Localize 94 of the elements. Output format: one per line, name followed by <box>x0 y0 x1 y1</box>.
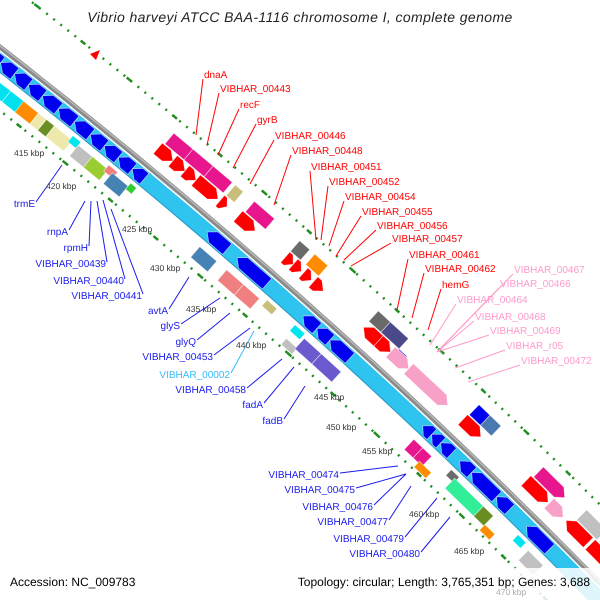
leader-line <box>436 334 490 352</box>
leader-line <box>328 200 344 246</box>
gene-label: VIBHAR_00467 <box>514 266 585 276</box>
gene-label: VIBHAR_00446 <box>275 132 346 142</box>
scale-label: 415 kbp <box>14 148 44 158</box>
leader-line <box>320 186 328 240</box>
gene-label: VIBHAR_00457 <box>392 235 463 245</box>
gene-label: trmE <box>14 200 35 210</box>
leader-line <box>96 200 108 262</box>
gene-label: dnaA <box>204 71 228 81</box>
gene-label: VIBHAR_00439 <box>35 260 106 270</box>
leader-line <box>340 466 398 474</box>
leader-line <box>344 230 376 260</box>
scale-label: 460 kbp <box>409 510 440 518</box>
gene-label: VIBHAR_00472 <box>521 357 592 367</box>
leader-line <box>454 350 506 368</box>
leader-line <box>68 200 86 230</box>
scale-label: 450 kbp <box>326 422 356 432</box>
scale-label: 455 kbp <box>362 446 392 456</box>
leader-line <box>264 366 294 404</box>
gene-label: VIBHAR_00452 <box>329 178 400 188</box>
scale-label: 465 kbp <box>454 546 484 556</box>
gene-label: glyS <box>160 322 180 332</box>
leader-line <box>336 216 362 256</box>
footer-text: Accession: NC_009783 <box>10 576 136 588</box>
leader-line <box>396 258 408 310</box>
leader-line <box>218 108 240 156</box>
gene-label: VIBHAR_00477 <box>317 518 388 528</box>
gene-label: VIBHAR_00456 <box>377 222 448 232</box>
gene-label: rpmH <box>64 244 88 254</box>
gene-label: VIBHAR_00002 <box>159 371 230 381</box>
leader-line <box>428 288 442 330</box>
leader-line <box>196 78 204 136</box>
gene-label: VIBHAR_00448 <box>292 147 363 157</box>
gene-label: VIBHAR_00475 <box>284 486 355 496</box>
leader-line <box>206 92 220 146</box>
gene-label: VIBHAR_00440 <box>53 277 124 287</box>
gene-label: VIBHAR_00451 <box>311 163 382 173</box>
leader-line <box>404 498 438 538</box>
leader-line <box>350 242 392 266</box>
leader-line <box>356 474 406 488</box>
leader-line <box>374 474 406 506</box>
footer-text: Topology: circular; Length: 3,765,351 bp; Genes: 3,688 <box>298 576 590 588</box>
gene-label: avtA <box>148 307 168 317</box>
leader-line <box>196 312 230 340</box>
scale-label: 430 kbp <box>150 264 180 272</box>
scale-label: 470 kbp <box>496 588 526 596</box>
title: Vibrio harveyi ATCC BAA-1116 chromosome I, complete genome <box>86 10 514 24</box>
gene-label: VIBHAR_r05 <box>506 342 564 352</box>
scale-label: 420 kbp <box>46 182 76 190</box>
leader-line <box>168 276 190 310</box>
gene-label: VIBHAR_00479 <box>333 535 404 545</box>
gene-label: recF <box>240 101 260 111</box>
gene-label: glyQ <box>175 338 196 348</box>
leader-line <box>310 170 316 240</box>
gene-label: VIBHAR_00455 <box>362 208 433 218</box>
leader-line <box>36 164 62 202</box>
scale-label: 445 kbp <box>314 392 344 402</box>
leader-line <box>232 124 256 168</box>
gene-label: hemG <box>442 281 470 291</box>
gene-label: VIBHAR_00453 <box>142 353 213 363</box>
gene-label: VIBHAR_00476 <box>302 503 373 513</box>
gene-label: fadA <box>242 401 263 411</box>
gene-label: VIBHAR_00454 <box>345 193 416 203</box>
leader-line <box>468 364 520 382</box>
scale-label: 425 kbp <box>122 224 152 234</box>
leader-line <box>214 328 250 356</box>
leader-line <box>388 486 412 520</box>
gene-label: VIBHAR_00474 <box>268 471 339 481</box>
leader-line <box>274 154 292 206</box>
gene-label: VIBHAR_00443 <box>220 85 291 95</box>
leader-line <box>180 298 220 324</box>
gene-label: gyrB <box>257 116 278 126</box>
gene-label: rnpA <box>46 228 68 238</box>
gene-label: VIBHAR_00469 <box>490 327 561 337</box>
leader-line <box>436 320 474 352</box>
gene-label: VIBHAR_00462 <box>425 265 496 275</box>
leader-line <box>88 200 92 246</box>
gene-label: VIBHAR_00468 <box>475 313 546 323</box>
leader-line <box>420 516 450 552</box>
leader-line <box>412 272 424 318</box>
scale-label: 435 kbp <box>186 304 216 314</box>
gene-label: VIBHAR_00461 <box>409 251 480 261</box>
leader-line <box>110 208 144 294</box>
leader-line <box>250 140 274 184</box>
gene-label: VIBHAR_00441 <box>71 292 142 302</box>
gene-label: VIBHAR_00458 <box>175 386 246 396</box>
leader-line <box>430 304 456 346</box>
leader-line <box>102 200 126 280</box>
gene-label: VIBHAR_00480 <box>349 550 420 560</box>
gene-label: fadB <box>262 417 283 427</box>
leader-line <box>284 386 306 420</box>
leader-line <box>230 330 254 374</box>
leader-line <box>246 358 282 388</box>
